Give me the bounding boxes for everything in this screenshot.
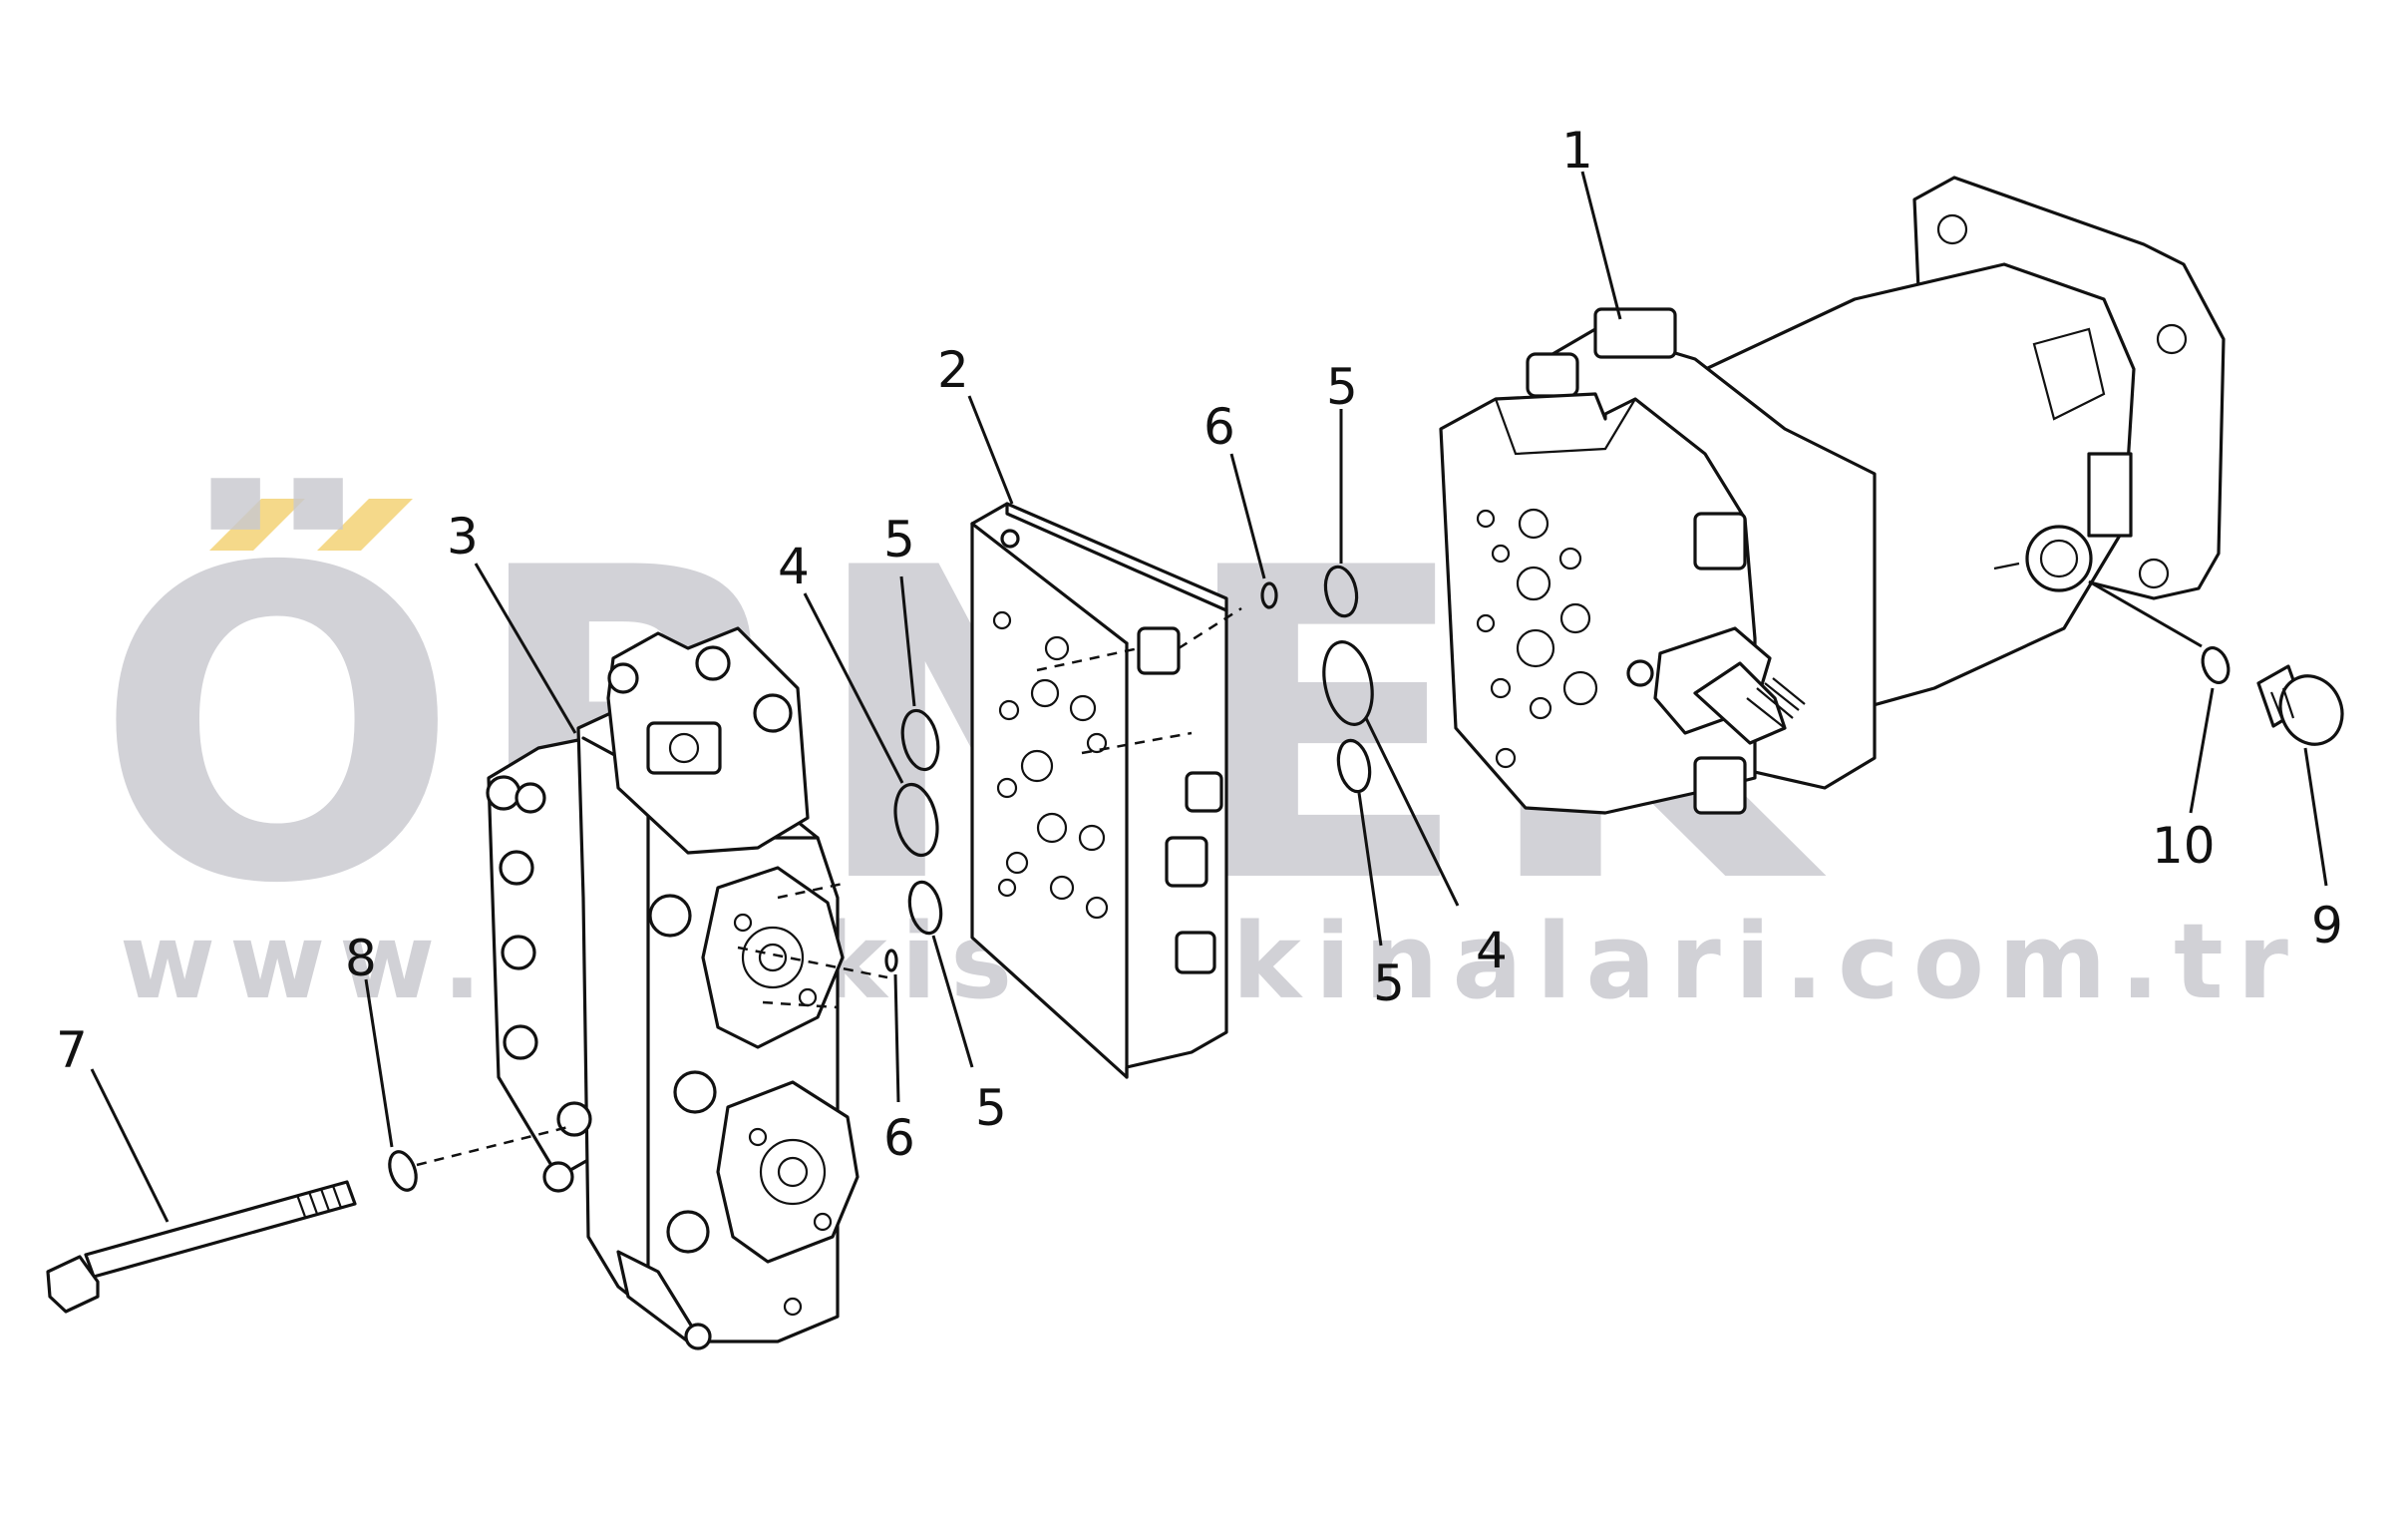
o-ring-6-small-left [884,949,898,972]
callout-4-right: 4 [1476,922,1508,979]
leader-lines [90,171,2328,1223]
callout-5-upper-right: 5 [1326,358,1358,416]
callout-4-left: 4 [778,538,810,595]
callout-10: 10 [2152,817,2216,875]
callout-9: 9 [2311,897,2343,954]
callout-5-lower-right: 5 [1373,954,1405,1012]
watermark-accent-right [317,499,413,551]
callout-2: 2 [937,341,969,399]
callout-1: 1 [1561,122,1593,180]
part-8-washer [388,1125,569,1192]
callout-labels: 1 2 3 4 5 6 5 5 6 5 4 5 7 8 9 10 [56,122,2343,1167]
callout-8: 8 [345,930,377,987]
o-ring-5-lower-right [1336,738,1372,794]
callout-5-upper-left: 5 [883,511,915,569]
callout-5-lower-left: 5 [975,1079,1007,1137]
part-3-control-valve [486,626,888,1350]
o-rings [884,565,2231,972]
callout-6-upper: 6 [1204,398,1235,456]
callout-7: 7 [56,1021,88,1079]
o-ring-6-small-right [1260,581,1278,609]
callout-6-lower: 6 [883,1109,915,1167]
callout-3: 3 [447,508,479,566]
o-ring-5-lower-left [907,880,943,936]
o-ring-5-upper-left [900,708,940,772]
part-2-adapter-block [970,502,1242,1079]
part-1-hydraulic-motor [1439,176,2226,815]
o-ring-10 [2201,645,2231,685]
o-ring-4-left [893,782,939,858]
o-ring-5-upper-right [1323,565,1359,618]
part-9-plug [2256,664,2344,746]
o-ring-4-right [1322,640,1374,726]
watermark-accent-left [209,499,305,551]
part-7-bolt [46,1180,357,1314]
